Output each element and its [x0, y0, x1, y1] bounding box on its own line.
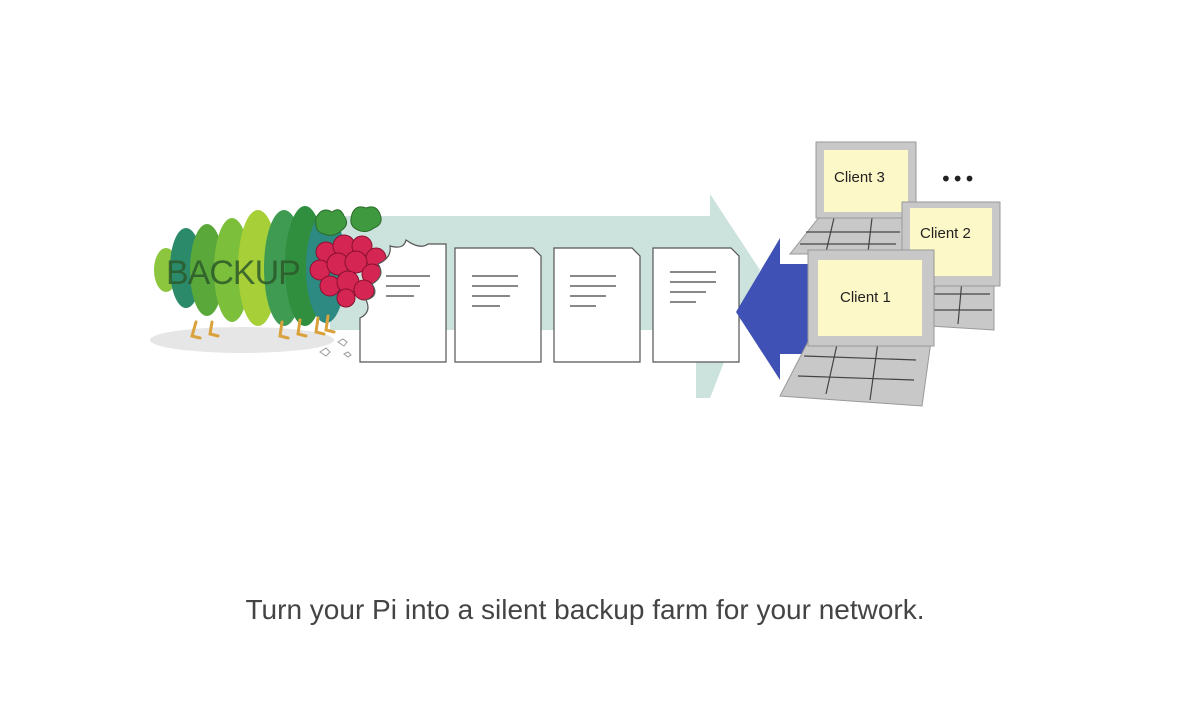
- file-document: [553, 247, 641, 363]
- foot: [208, 320, 220, 338]
- raspberry-leaves: [315, 206, 382, 236]
- keyboard-line: [825, 217, 835, 253]
- body-segment: [190, 224, 224, 316]
- more-clients-indicator: •••: [940, 167, 975, 191]
- berry-drupelet: [344, 250, 368, 274]
- keyboard-line: [803, 355, 917, 361]
- raspberry-head: [309, 234, 387, 308]
- keyboard-line: [957, 279, 963, 325]
- file-document: [652, 247, 740, 363]
- foot: [314, 316, 326, 336]
- laptop-client-1: Client 1: [779, 249, 935, 407]
- laptop-screen: [824, 150, 908, 212]
- foot: [190, 320, 202, 340]
- caterpillar-label: BACKUP: [166, 254, 300, 292]
- client-1-label: Client 1: [840, 289, 891, 306]
- keyboard-line: [797, 375, 915, 381]
- file-bitten: [359, 238, 447, 363]
- keyboard-line: [825, 339, 839, 395]
- client-2-label: Client 2: [920, 225, 971, 242]
- berry-drupelet: [336, 288, 356, 308]
- foot: [278, 320, 290, 340]
- caption: Turn your Pi into a silent backup farm f…: [245, 594, 925, 625]
- leaf: [315, 209, 348, 236]
- berry-drupelet: [353, 279, 375, 301]
- leaf: [350, 206, 382, 233]
- caterpillar: BACKUP: [154, 206, 387, 358]
- keyboard-line: [867, 217, 873, 253]
- incoming-arrow: [736, 238, 812, 380]
- caterpillar-shadow: [150, 327, 334, 353]
- laptop-keyboard: [788, 215, 915, 255]
- file-document: [454, 247, 542, 363]
- laptop-client-3: Client 3: [788, 141, 917, 255]
- caterpillar-feet: [190, 314, 336, 340]
- files: [359, 238, 740, 363]
- keyboard-line: [869, 341, 879, 401]
- client-3-label: Client 3: [834, 169, 885, 186]
- foot: [324, 314, 336, 334]
- laptop-screen: [818, 260, 922, 336]
- crumbs: [319, 338, 352, 358]
- foot: [296, 318, 308, 338]
